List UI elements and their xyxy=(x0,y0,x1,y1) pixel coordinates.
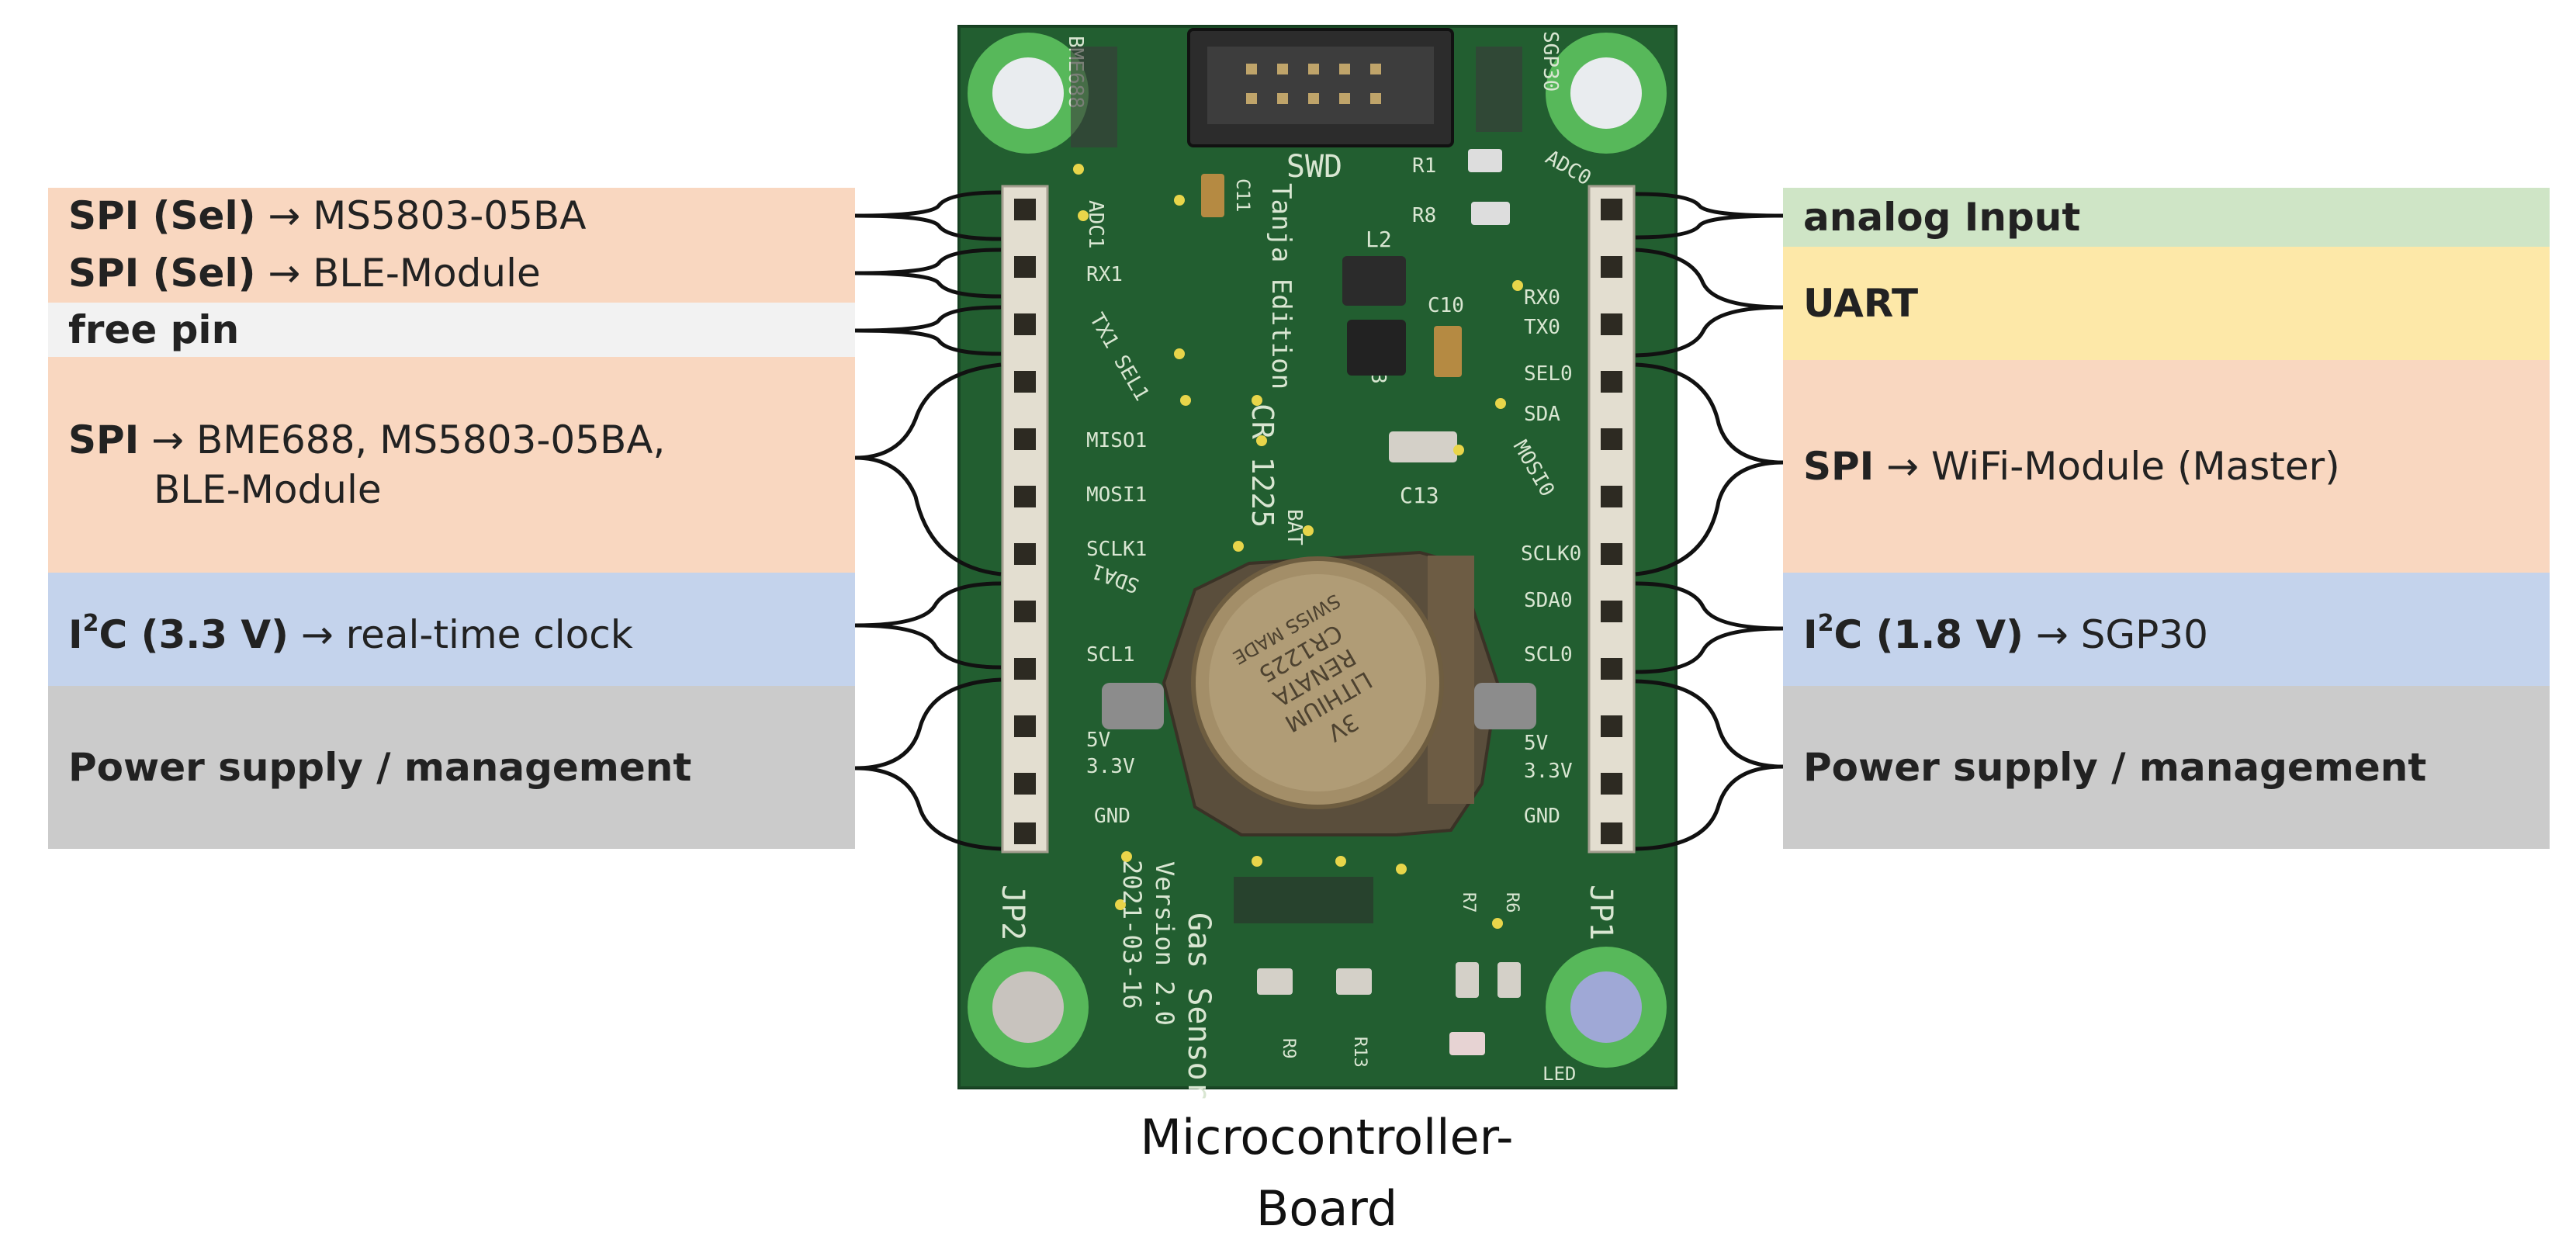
pin-label: SCL1 xyxy=(1086,643,1135,667)
component-label: R13 xyxy=(1350,1037,1369,1068)
label-i2c-1v8: I2C (1.8 V) → SGP30 xyxy=(1783,573,2550,686)
pin-label: RX0 xyxy=(1524,286,1560,310)
pin-label: MISO1 xyxy=(1086,429,1147,452)
bracket xyxy=(1635,679,1784,769)
bracket xyxy=(1635,626,1784,674)
label-i2c-3v3: I2C (3.3 V) → real-time clock xyxy=(48,573,855,686)
bracket xyxy=(1635,213,1784,240)
component-label: C11 xyxy=(1232,178,1254,212)
microcontroller-board: SWD SGP30 BME688 C11 L2 R1 R8 C10 IC3 C1… xyxy=(957,25,1678,1099)
led-label: LED xyxy=(1542,1063,1576,1085)
bracket xyxy=(1635,248,1784,310)
bracket xyxy=(854,271,1002,299)
mounting-hole-icon xyxy=(968,947,1089,1068)
pin-label: MOSI1 xyxy=(1086,483,1147,507)
header-jp2 xyxy=(1001,185,1049,854)
component-label: R1 xyxy=(1412,154,1436,178)
version-label: Version 2.0 xyxy=(1150,861,1179,1026)
component-label: R7 xyxy=(1459,892,1478,913)
component-label: L2 xyxy=(1366,227,1392,252)
label-spi-bus: SPI → BME688, MS5803-05BA, BLE-Module xyxy=(48,357,855,573)
pin-label: GND xyxy=(1094,805,1130,828)
swd-label: SWD xyxy=(1286,149,1342,185)
label-analog-input: analog Input xyxy=(1783,188,2550,247)
left-brackets xyxy=(854,190,1002,851)
bracket xyxy=(1635,305,1784,358)
swd-connector xyxy=(1187,28,1454,147)
pin-label: SCLK1 xyxy=(1086,538,1147,561)
pin-label: 3.3V xyxy=(1524,760,1573,783)
mounting-hole-icon xyxy=(1546,947,1667,1068)
mounting-hole-icon xyxy=(968,33,1089,154)
coin-cell-battery: 3V LITHIUM RENATA CR1225 SWISS MADE xyxy=(1102,550,1536,836)
bracket xyxy=(854,766,1002,851)
date-label: 2021-03-16 xyxy=(1117,860,1147,1009)
pin-label: SDA xyxy=(1524,403,1560,426)
component-label: R9 xyxy=(1279,1038,1298,1059)
label-free-pin: free pin xyxy=(48,303,855,357)
pin-label: SDA0 xyxy=(1524,589,1573,612)
pin-label: SEL0 xyxy=(1524,362,1573,386)
bracket xyxy=(854,581,1002,628)
bat-label: BAT xyxy=(1283,509,1306,545)
gas-sensor-label: Gas Sensor xyxy=(1181,912,1217,1099)
pin-label: TX0 xyxy=(1524,316,1560,339)
pin-label: 3.3V xyxy=(1086,755,1135,778)
jp2-label: JP2 xyxy=(995,885,1030,940)
pin-label: RX1 xyxy=(1086,263,1123,286)
pin-label: 5V xyxy=(1524,732,1548,755)
pin-label: GND xyxy=(1524,805,1560,828)
bracket xyxy=(854,455,1002,577)
component-label: C13 xyxy=(1400,483,1439,508)
sgp-label: SGP30 xyxy=(1539,31,1562,92)
edition-label: Tanja Edition xyxy=(1265,183,1297,390)
component-label: R6 xyxy=(1502,892,1522,913)
bracket xyxy=(1635,581,1784,631)
component-label: C10 xyxy=(1428,294,1464,317)
cr-label: CR 1225 xyxy=(1245,403,1279,528)
label-spi-wifi: SPI → WiFi-Module (Master) xyxy=(1783,360,2550,573)
label-uart: UART xyxy=(1783,247,2550,360)
bracket xyxy=(854,623,1002,670)
pin-label: ADC1 xyxy=(1084,200,1107,249)
bracket xyxy=(854,677,1002,770)
pin-label: 5V xyxy=(1086,729,1110,752)
label-spi-sel-ble: SPI (Sel) → BLE-Module xyxy=(48,244,855,303)
bracket xyxy=(1635,362,1784,465)
caption-line: Microcontroller- xyxy=(1140,1109,1514,1165)
board-caption: Microcontroller- Board xyxy=(1094,1102,1560,1245)
component-label: R8 xyxy=(1412,204,1436,227)
pin-label: SCL0 xyxy=(1524,643,1573,667)
label-power-left: Power supply / management xyxy=(48,686,855,849)
mounting-hole-icon xyxy=(1546,33,1667,154)
bracket xyxy=(1635,460,1784,577)
label-power-right: Power supply / management xyxy=(1783,686,2550,849)
jp1-label: JP1 xyxy=(1583,885,1619,940)
bracket xyxy=(854,213,1002,241)
header-jp1 xyxy=(1587,185,1636,854)
pin-label: SCLK0 xyxy=(1521,542,1581,566)
bracket xyxy=(854,362,1002,460)
label-spi-sel-ms5803: SPI (Sel) → MS5803-05BA xyxy=(48,188,855,244)
bracket xyxy=(1635,764,1784,851)
bracket xyxy=(854,328,1002,356)
caption-line: Board xyxy=(1255,1180,1398,1237)
right-brackets xyxy=(1635,192,1784,851)
